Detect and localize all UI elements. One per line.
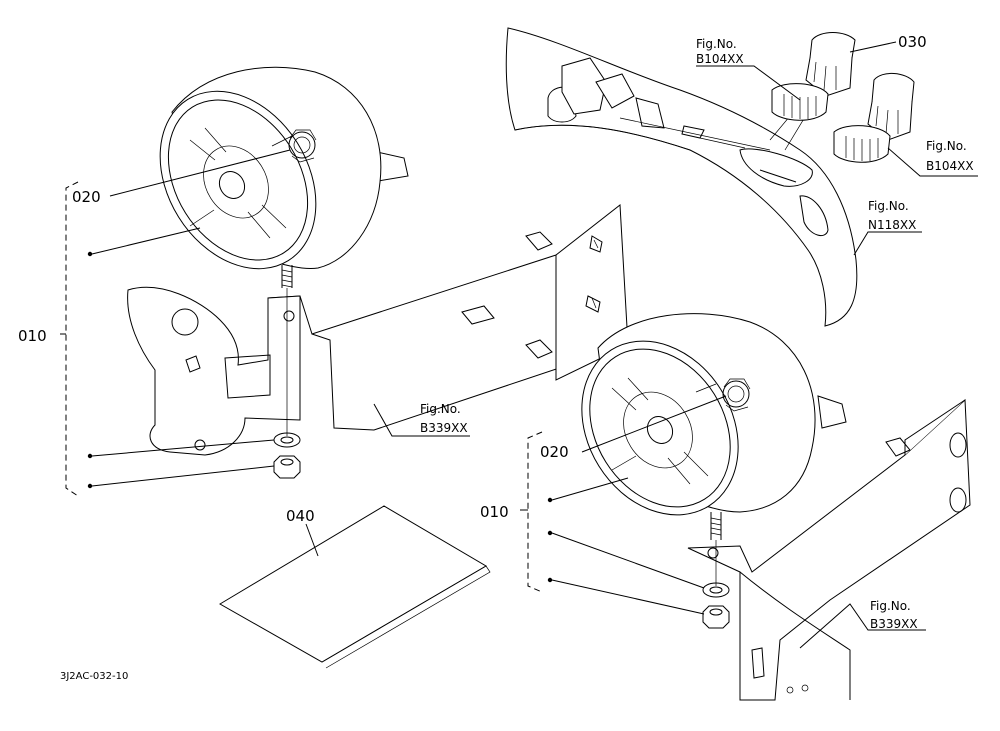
fig-ref-b104-right-number: B104XX <box>926 159 974 173</box>
callout-010-right: 010 <box>480 503 509 521</box>
drawing-code: 3J2AC-032-10 <box>60 671 128 682</box>
fig-ref-b339-right-title: Fig.No. <box>870 599 911 613</box>
left-hardware <box>273 288 301 479</box>
left-group-bracket <box>60 181 79 497</box>
fig-ref-b104-right-title: Fig.No. <box>926 139 967 153</box>
fig-ref-b104-left-number: B104XX <box>696 52 744 66</box>
fig-ref-n118-number: N118XX <box>868 218 916 232</box>
instruction-sheet <box>219 505 491 669</box>
callout-010-left: 010 <box>18 327 47 345</box>
callout-020-right: 020 <box>540 443 569 461</box>
left-headlamp <box>159 66 409 288</box>
callout-020-left: 020 <box>72 188 101 206</box>
right-group-bracket <box>520 431 543 593</box>
fig-ref-b339-right-number: B339XX <box>870 617 918 631</box>
dashboard-leaders <box>696 41 978 256</box>
left-leaders <box>87 149 291 489</box>
right-hardware <box>702 540 730 629</box>
fig-ref-b339-left-title: Fig.No. <box>420 402 461 416</box>
fig-ref-n118-title: Fig.No. <box>868 199 909 213</box>
left-bracket <box>127 204 629 456</box>
rocker-switch-upper <box>771 32 856 121</box>
callout-030: 030 <box>898 33 927 51</box>
right-bracket <box>687 398 971 701</box>
dashboard-panel <box>505 27 858 327</box>
callout-040: 040 <box>286 507 315 525</box>
right-leaders <box>547 395 727 615</box>
right-headlamp <box>581 313 847 540</box>
rocker-switch-lower <box>833 73 915 163</box>
bracket-leaders <box>373 403 926 649</box>
fig-ref-b104-left-title: Fig.No. <box>696 37 737 51</box>
fig-ref-b339-left-number: B339XX <box>420 421 468 435</box>
